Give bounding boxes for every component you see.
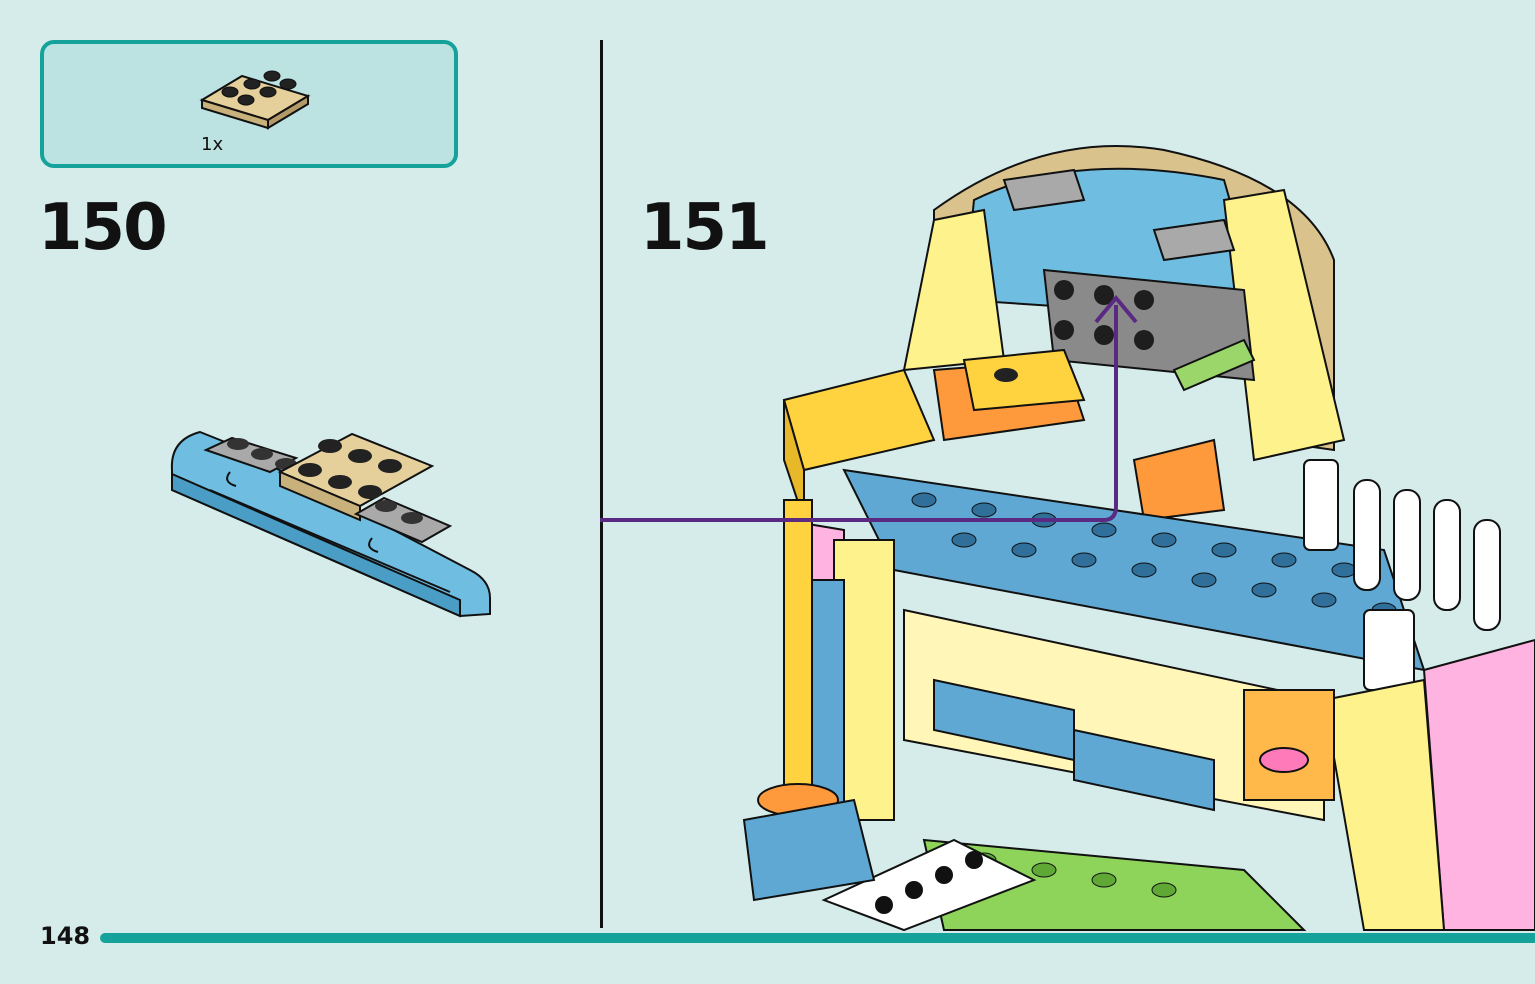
page-number: 148 [40, 922, 91, 950]
page-progress-bar [100, 933, 1535, 943]
step-151-build-illustration [600, 145, 1535, 932]
step-number-151: 151 [640, 191, 770, 265]
step-150-subassembly-illustration [170, 430, 491, 618]
tan-2x3-plate-icon [199, 70, 311, 130]
part-quantity: 1x [201, 134, 224, 155]
parts-callout: 1x [40, 40, 458, 168]
step-divider [600, 40, 603, 928]
step-number-150: 150 [38, 191, 168, 265]
